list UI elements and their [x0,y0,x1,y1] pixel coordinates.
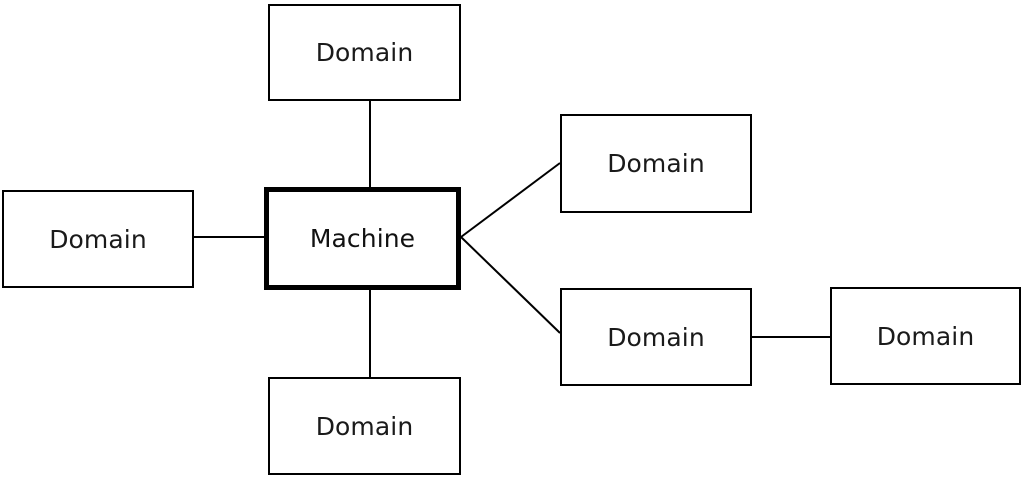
node-label: Domain [876,321,975,351]
node-label: Domain [607,149,705,178]
node-label: Domain [315,38,414,67]
node-label: Domain [49,224,147,254]
node-domain-right-far[interactable]: Domain [830,287,1021,385]
node-domain-bottom[interactable]: Domain [268,377,461,475]
node-domain-right-middle[interactable]: Domain [560,288,752,386]
node-label: Domain [607,322,705,352]
node-label: Machine [309,224,416,253]
connector-line [460,236,561,334]
node-domain-left[interactable]: Domain [2,190,194,288]
node-domain-top[interactable]: Domain [268,4,461,101]
node-domain-right-upper[interactable]: Domain [560,114,752,213]
node-machine[interactable]: Machine [264,187,461,290]
connector-line [460,162,561,238]
node-label: Domain [315,411,414,441]
